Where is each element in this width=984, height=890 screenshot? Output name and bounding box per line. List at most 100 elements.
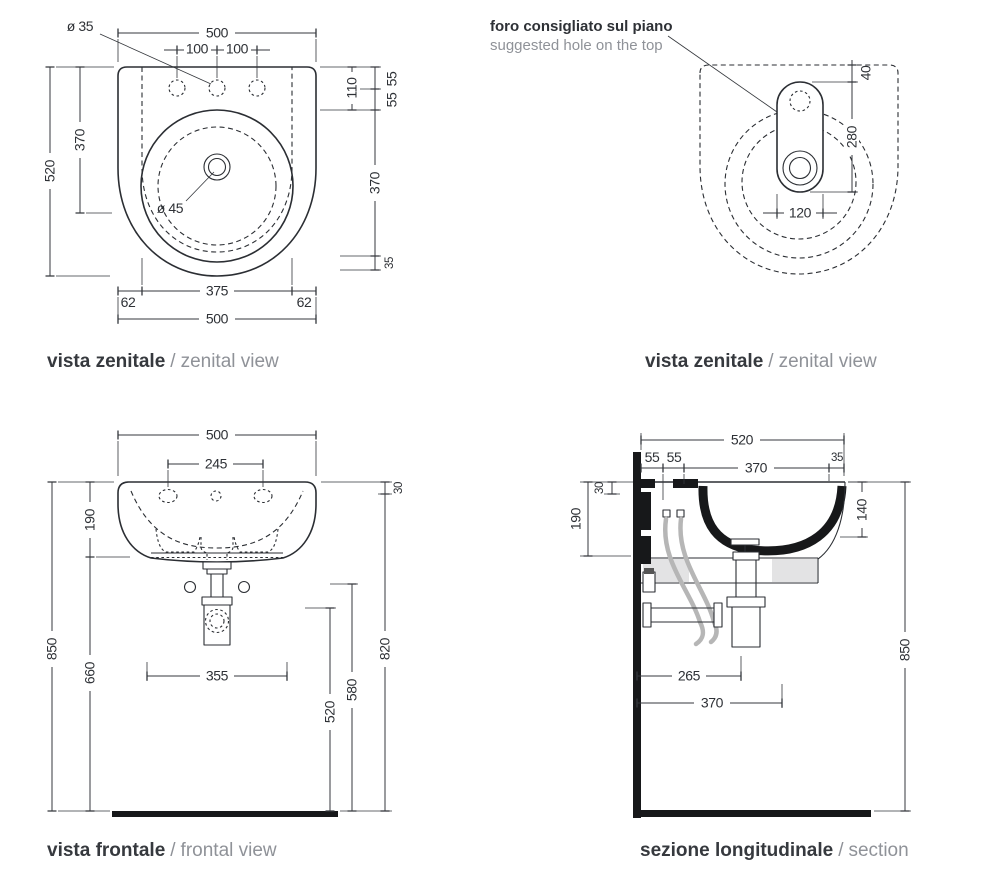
svg-text:62: 62 [297, 294, 312, 310]
dim-265: 265 [636, 656, 742, 684]
svg-text:62: 62 [121, 294, 136, 310]
dim-110-right: 110 [344, 66, 360, 111]
wall-line [633, 452, 641, 818]
dim-355: 355 [146, 662, 288, 684]
dim-850-left: 850 [44, 481, 114, 812]
dim-280: 280 [810, 82, 860, 193]
svg-text:190: 190 [568, 507, 584, 530]
dim-850-right: 850 [848, 481, 913, 812]
dim-40: 40 [812, 60, 874, 83]
dim-chain-right: 55 55 370 35 [320, 66, 400, 271]
dim-500: 500 [117, 427, 317, 476]
dim-190: 190 [82, 481, 130, 558]
dim-370-left: 370 [72, 66, 112, 214]
suggested-hole [776, 81, 824, 193]
svg-text:100: 100 [226, 41, 249, 57]
svg-text:660: 660 [82, 661, 98, 684]
label-dia45: ø 45 [157, 200, 184, 216]
svg-text:35: 35 [384, 257, 396, 269]
svg-text:500: 500 [206, 25, 229, 41]
dim-520-top: 520 [640, 432, 845, 476]
note-english: suggested hole on the top [490, 37, 663, 54]
dim-120: 120 [763, 194, 837, 221]
leader-note [667, 35, 778, 113]
svg-text:850: 850 [897, 638, 913, 661]
svg-text:280: 280 [844, 125, 860, 148]
faucet-hole-left [158, 488, 178, 504]
leader-dia35 [99, 33, 212, 85]
svg-text:30: 30 [393, 482, 405, 494]
svg-text:520: 520 [42, 159, 58, 182]
dim-chain-top: 55 55 370 35 [640, 449, 845, 500]
dim-580: 580 [330, 583, 360, 812]
svg-text:370: 370 [72, 128, 88, 151]
svg-text:190: 190 [82, 508, 98, 531]
dim-520: 520 [305, 607, 338, 812]
svg-text:370: 370 [701, 695, 724, 711]
svg-text:30: 30 [594, 482, 606, 494]
svg-text:55: 55 [667, 449, 682, 465]
svg-text:370: 370 [745, 460, 768, 476]
svg-text:245: 245 [205, 456, 228, 472]
frontal-view: 500 245 30 820 580 [44, 427, 406, 862]
faucet-hole-dashed [789, 90, 811, 112]
bottle-trap [203, 604, 231, 646]
svg-text:100: 100 [186, 41, 209, 57]
svg-text:580: 580 [344, 678, 360, 701]
angle-valve [642, 571, 656, 593]
faucet-hole-center [210, 490, 222, 502]
hoses [662, 516, 719, 647]
svg-text:500: 500 [206, 427, 229, 443]
svg-text:120: 120 [789, 205, 812, 221]
svg-text:820: 820 [377, 637, 393, 660]
sink-top-outline: ø 35 ø 45 [67, 18, 317, 277]
drain-hole [203, 153, 231, 181]
popup-cap [730, 538, 760, 546]
zenital-right-view: foro consigliato sul piano suggested hol… [490, 18, 899, 372]
section-view: 520 55 55 370 35 30 190 140 [568, 432, 913, 862]
front-edge [817, 481, 846, 560]
counter-band [641, 557, 819, 584]
faucet-hole-right [253, 488, 273, 504]
fixing-bolt-right [676, 509, 685, 518]
svg-text:520: 520 [731, 432, 754, 448]
svg-text:140: 140 [854, 498, 870, 521]
dim-30-right: 30 [321, 481, 405, 495]
sink-section [641, 479, 847, 564]
faucet-hole-left [168, 79, 186, 97]
dim-190-left: 190 [568, 481, 631, 557]
bowl-wall [698, 485, 847, 556]
caption-section: sezione longitudinale/section [640, 840, 909, 861]
svg-text:370: 370 [367, 171, 383, 194]
dim-500-top: 500 [117, 25, 317, 62]
svg-text:55: 55 [645, 449, 660, 465]
bottle-trap [731, 606, 761, 648]
svg-text:55: 55 [384, 92, 400, 107]
drain-and-trap [183, 561, 251, 646]
dim-370-mid: 370 [636, 684, 783, 711]
svg-text:40: 40 [858, 65, 874, 80]
caption-frontal: vista frontale/frontal view [47, 840, 277, 861]
waste-assembly [642, 538, 766, 648]
zenital-left-view: ø 35 ø 45 500 100 100 520 [42, 18, 400, 372]
svg-text:500: 500 [206, 311, 229, 327]
wall-pipe-flange [642, 602, 652, 628]
dim-660: 660 [82, 557, 98, 812]
svg-text:520: 520 [322, 700, 338, 723]
leader-dia45 [185, 171, 215, 202]
svg-text:35: 35 [831, 452, 843, 464]
svg-text:55: 55 [384, 71, 400, 86]
floor-line [633, 810, 871, 817]
note-italian: foro consigliato sul piano [490, 18, 673, 35]
faucet-hole-right [248, 79, 266, 97]
svg-text:265: 265 [678, 668, 701, 684]
mount-hole-right [237, 580, 251, 594]
dim-245: 245 [167, 456, 264, 487]
basin-bottom [157, 126, 277, 246]
svg-text:110: 110 [344, 77, 360, 99]
dim-520-left: 520 [42, 66, 114, 277]
svg-text:850: 850 [44, 637, 60, 660]
dim-375-bottom: 375 [141, 258, 293, 299]
